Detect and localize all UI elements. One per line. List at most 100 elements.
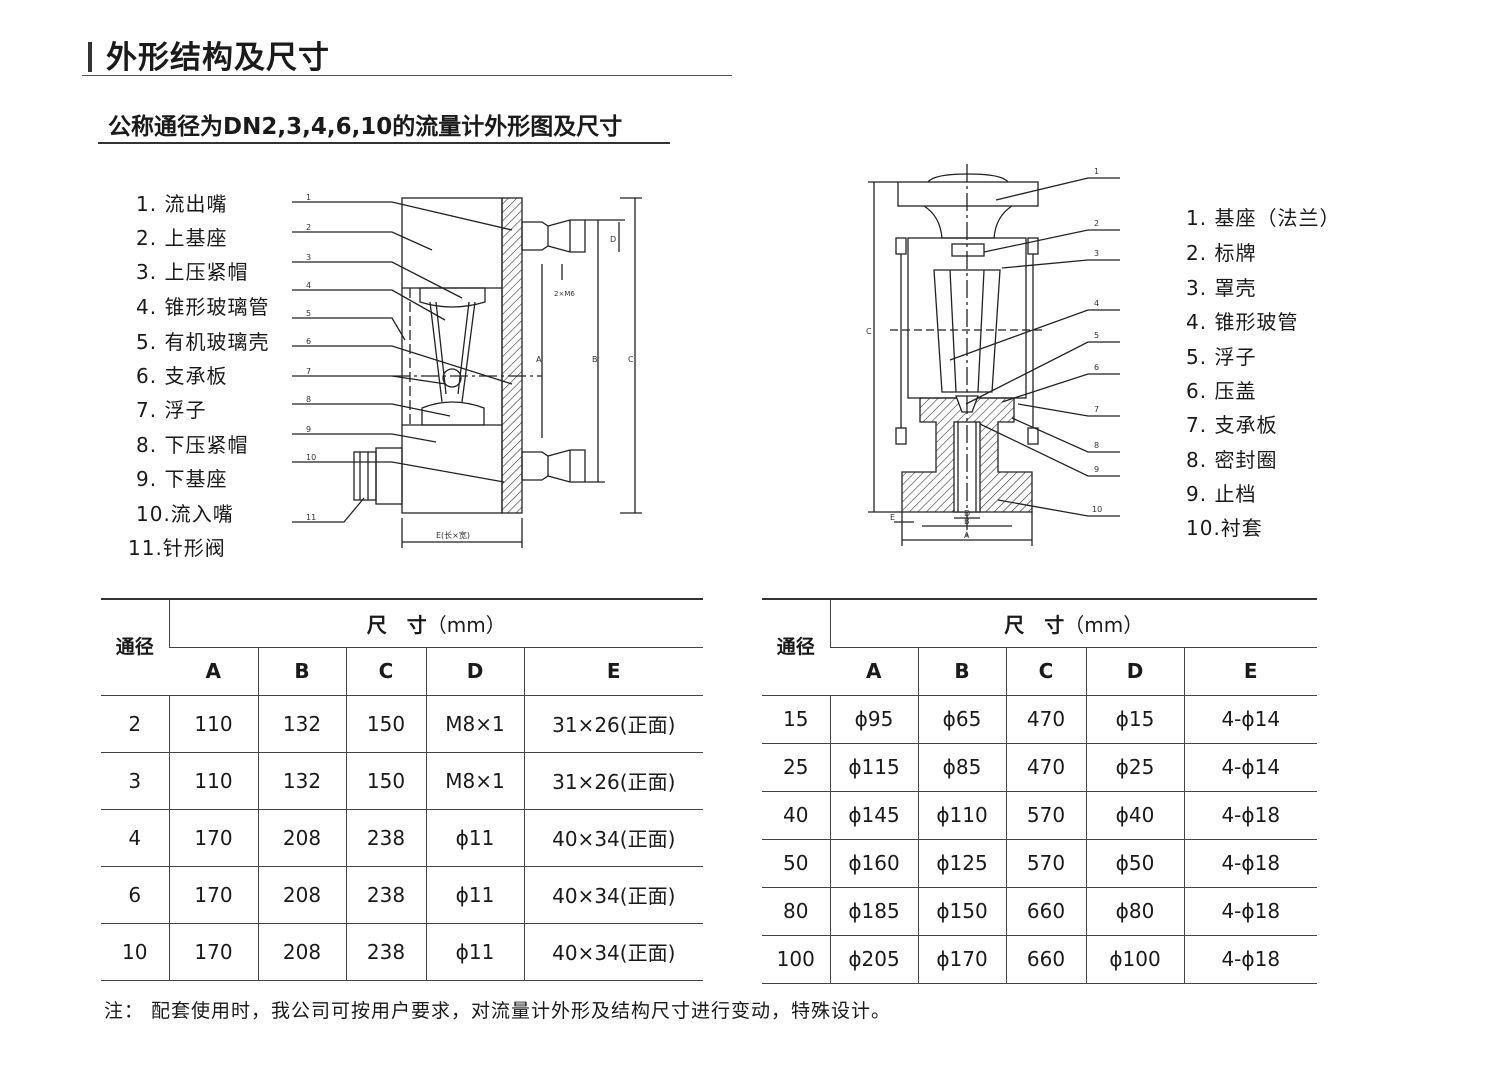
cell: 110 bbox=[168, 752, 258, 810]
cell: 150 bbox=[345, 695, 426, 753]
svg-text:E: E bbox=[890, 513, 895, 522]
cell: 208 bbox=[257, 923, 346, 981]
left-drawing-dimension-labels: A B C D 2×M6 E(长×宽) bbox=[436, 235, 634, 540]
cell: ϕ160 bbox=[829, 839, 918, 888]
svg-text:4: 4 bbox=[306, 281, 311, 290]
svg-text:9: 9 bbox=[306, 425, 311, 434]
table-row: 6 170 208 238 ϕ11 40×34(正面) bbox=[101, 866, 703, 924]
left-part-item: 9. 下基座 bbox=[136, 467, 228, 491]
cell: 40 bbox=[762, 791, 830, 840]
svg-text:6: 6 bbox=[1094, 363, 1099, 372]
right-part-item: 3. 罩壳 bbox=[1186, 276, 1257, 300]
right-part-item: 6. 压盖 bbox=[1186, 379, 1257, 403]
cell: 238 bbox=[345, 809, 426, 867]
svg-text:3: 3 bbox=[306, 253, 311, 262]
svg-text:5: 5 bbox=[306, 309, 311, 318]
table-row: 15 ϕ95 ϕ65 470 ϕ15 4-ϕ14 bbox=[762, 695, 1317, 744]
column-header: B bbox=[917, 647, 1006, 696]
left-part-item: 11.针形阀 bbox=[128, 536, 226, 560]
cell: 50 bbox=[762, 839, 830, 888]
section-title-bar: 外形结构及尺寸 bbox=[82, 28, 732, 76]
cell: 31×26(正面) bbox=[523, 752, 703, 810]
cell: ϕ50 bbox=[1085, 839, 1184, 888]
table-row: 10 170 208 238 ϕ11 40×34(正面) bbox=[101, 923, 703, 981]
cell: 40×34(正面) bbox=[523, 809, 703, 867]
svg-text:2: 2 bbox=[1094, 219, 1099, 228]
svg-text:10: 10 bbox=[1092, 505, 1102, 514]
subtitle: 公称通径为DN2,3,4,6,10的流量计外形图及尺寸 bbox=[108, 114, 623, 140]
cell: ϕ95 bbox=[829, 695, 918, 744]
left-part-item: 5. 有机玻璃壳 bbox=[136, 330, 270, 354]
column-header: A bbox=[169, 647, 258, 696]
svg-text:8: 8 bbox=[306, 395, 311, 404]
cell: 132 bbox=[257, 752, 346, 810]
cell: 170 bbox=[168, 809, 258, 867]
cell: ϕ115 bbox=[829, 743, 918, 792]
cell: ϕ100 bbox=[1085, 935, 1184, 984]
table-row: 40 ϕ145 ϕ110 570 ϕ40 4-ϕ18 bbox=[762, 791, 1317, 840]
left-part-item: 6. 支承板 bbox=[136, 364, 228, 388]
cell: 4 bbox=[101, 809, 169, 867]
section-title: 外形结构及尺寸 bbox=[106, 40, 330, 76]
cell: 10 bbox=[101, 923, 169, 981]
right-part-item: 1. 基座（法兰） bbox=[1186, 206, 1341, 230]
column-header: E bbox=[1183, 647, 1317, 696]
cell: ϕ40 bbox=[1085, 791, 1184, 840]
right-part-item: 8. 密封圈 bbox=[1186, 448, 1278, 472]
cell: ϕ125 bbox=[917, 839, 1006, 888]
cell: ϕ85 bbox=[917, 743, 1006, 792]
cell: 40×34(正面) bbox=[523, 923, 703, 981]
svg-text:1: 1 bbox=[306, 193, 311, 202]
cell: 4-ϕ14 bbox=[1183, 743, 1317, 792]
header-size: 尺 寸（mm） bbox=[829, 598, 1317, 648]
right-part-item: 4. 锥形玻管 bbox=[1186, 310, 1299, 334]
title-accent-bar bbox=[88, 42, 92, 72]
cell: 15 bbox=[762, 695, 830, 744]
svg-text:7: 7 bbox=[1094, 405, 1099, 414]
cell: 470 bbox=[1005, 695, 1086, 744]
table-row: 80 ϕ185 ϕ150 660 ϕ80 4-ϕ18 bbox=[762, 887, 1317, 936]
left-part-item: 7. 浮子 bbox=[136, 398, 207, 422]
cell: ϕ150 bbox=[917, 887, 1006, 936]
cell: 4-ϕ18 bbox=[1183, 839, 1317, 888]
left-part-item: 4. 锥形玻璃管 bbox=[136, 295, 270, 319]
right-flowmeter-drawing: 1 2 3 4 5 6 7 8 9 10 C A B D E bbox=[866, 164, 1120, 546]
svg-text:B: B bbox=[964, 517, 970, 526]
right-drawing-leader-labels: 1 2 3 4 5 6 7 8 9 10 bbox=[1092, 167, 1102, 514]
cell: 4-ϕ14 bbox=[1183, 695, 1317, 744]
footnote: 注： 配套使用时，我公司可按用户要求，对流量计外形及结构尺寸进行变动，特殊设计。 bbox=[104, 1000, 892, 1022]
right-dimensions-table: 通径 尺 寸（mm） A B C D E 15 ϕ95 ϕ65 470 ϕ15 … bbox=[762, 598, 1317, 984]
cell: 6 bbox=[101, 866, 169, 924]
cell: 238 bbox=[345, 923, 426, 981]
cell: ϕ170 bbox=[917, 935, 1006, 984]
cell: 208 bbox=[257, 866, 346, 924]
column-header: C bbox=[1005, 647, 1086, 696]
cell: ϕ11 bbox=[425, 923, 524, 981]
column-header: D bbox=[425, 647, 524, 696]
cell: 25 bbox=[762, 743, 830, 792]
right-part-item: 10.衬套 bbox=[1186, 516, 1263, 540]
header-size: 尺 寸（mm） bbox=[168, 598, 703, 648]
column-header: D bbox=[1085, 647, 1184, 696]
svg-text:3: 3 bbox=[1094, 249, 1099, 258]
svg-text:4: 4 bbox=[1094, 299, 1099, 308]
subtitle-bar: 公称通径为DN2,3,4,6,10的流量计外形图及尺寸 bbox=[98, 104, 670, 144]
cell: ϕ110 bbox=[917, 791, 1006, 840]
column-header: C bbox=[345, 647, 426, 696]
cell: ϕ11 bbox=[425, 866, 524, 924]
left-part-item: 1. 流出嘴 bbox=[136, 192, 228, 216]
cell: M8×1 bbox=[425, 752, 524, 810]
cell: 110 bbox=[168, 695, 258, 753]
right-drawing-dimension-labels: C A B D E bbox=[866, 327, 970, 540]
cell: 470 bbox=[1005, 743, 1086, 792]
table-row: 4 170 208 238 ϕ11 40×34(正面) bbox=[101, 809, 703, 867]
table-row: 50 ϕ160 ϕ125 570 ϕ50 4-ϕ18 bbox=[762, 839, 1317, 888]
svg-text:6: 6 bbox=[306, 337, 311, 346]
cell: 4-ϕ18 bbox=[1183, 935, 1317, 984]
svg-text:2×M6: 2×M6 bbox=[554, 290, 575, 298]
right-part-item: 2. 标牌 bbox=[1186, 241, 1257, 265]
svg-text:A: A bbox=[536, 355, 542, 364]
column-header: E bbox=[523, 647, 703, 696]
cell: 570 bbox=[1005, 791, 1086, 840]
svg-text:E(长×宽): E(长×宽) bbox=[436, 530, 470, 540]
